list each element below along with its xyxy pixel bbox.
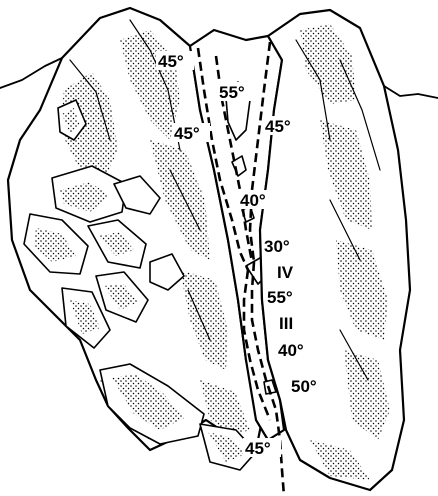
angle-label-4: 45° bbox=[265, 117, 291, 136]
angle-label-3: 45° bbox=[174, 124, 200, 143]
pitch-marker-iii: III bbox=[279, 314, 293, 333]
angle-label-7: 55° bbox=[267, 288, 293, 307]
angle-label-10: 45° bbox=[245, 439, 271, 458]
horizon-right bbox=[384, 86, 438, 98]
angle-label-5: 40° bbox=[240, 191, 266, 210]
angle-label-2: 55° bbox=[219, 83, 245, 102]
angle-label-8: 40° bbox=[278, 341, 304, 360]
angle-label-9: 50° bbox=[291, 377, 317, 396]
pitch-marker-iv: IV bbox=[277, 263, 294, 282]
angle-label-1: 45° bbox=[158, 52, 184, 71]
angle-label-6: 30° bbox=[264, 237, 290, 256]
